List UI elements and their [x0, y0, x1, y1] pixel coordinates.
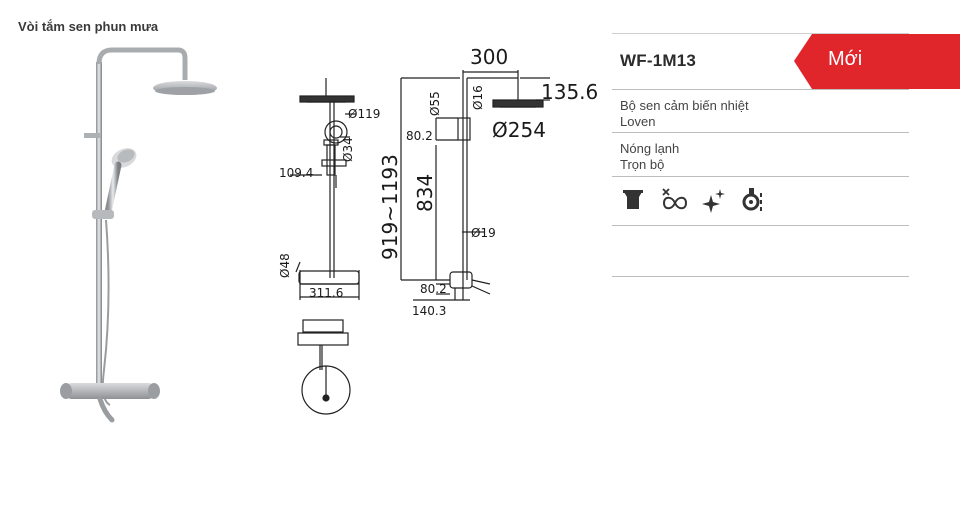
dim-valve-dia: Ø48: [278, 253, 292, 278]
dim-bar-offset: 109.4: [279, 166, 313, 180]
technical-drawing: Ø119 Ø34 109.4 Ø48 311.6 300 135.6 Ø254 …: [278, 45, 598, 415]
dim-pipe-dia-top: Ø16: [471, 85, 485, 110]
dim-height-range: 919~1193: [378, 154, 402, 260]
dim-valve-offset: 80.2: [420, 282, 447, 296]
spec-row-features: Nóng lạnh Trọn bộ: [612, 133, 909, 177]
new-badge: [794, 34, 960, 89]
spec-water-type: Nóng lạnh: [620, 141, 680, 156]
product-model: WF-1M13: [620, 51, 697, 70]
feature-icons: [612, 177, 909, 226]
page-title: Vòi tắm sen phun mưa: [18, 19, 159, 34]
product-info-panel: WF-1M13 Mới Bộ sen cảm biến nhiệt Loven …: [612, 33, 960, 277]
dim-handle-dia: Ø34: [341, 137, 355, 162]
dim-holder-dia: Ø55: [428, 91, 442, 116]
dim-head-dia-front: Ø119: [348, 107, 380, 121]
sparkle-clean-icon: [700, 187, 726, 213]
panel-header: WF-1M13 Mới: [612, 33, 960, 90]
rain-shower-icon: [620, 187, 646, 213]
product-photo: [60, 47, 217, 423]
dim-arm-length: 300: [470, 45, 508, 69]
infinity-water-icon: [660, 187, 688, 213]
spec-row-empty: [612, 226, 909, 277]
thermostat-icon: [740, 187, 766, 213]
dim-pipe-dia-mid: Ø19: [471, 226, 496, 240]
dim-head-dia-side: Ø254: [492, 118, 546, 142]
spec-row-product: Bộ sen cảm biến nhiệt Loven: [612, 90, 909, 133]
spec-package: Trọn bộ: [620, 157, 665, 172]
dim-head-height: 135.6: [541, 80, 598, 104]
dim-valve-width: 311.6: [309, 286, 343, 300]
dim-bar-height: 834: [413, 174, 437, 212]
spec-series: Loven: [620, 114, 656, 129]
dim-holder-offset: 80.2: [406, 129, 433, 143]
dim-valve-depth: 140.3: [412, 304, 446, 318]
spec-product-type: Bộ sen cảm biến nhiệt: [620, 98, 749, 113]
new-badge-label: Mới: [828, 48, 863, 70]
